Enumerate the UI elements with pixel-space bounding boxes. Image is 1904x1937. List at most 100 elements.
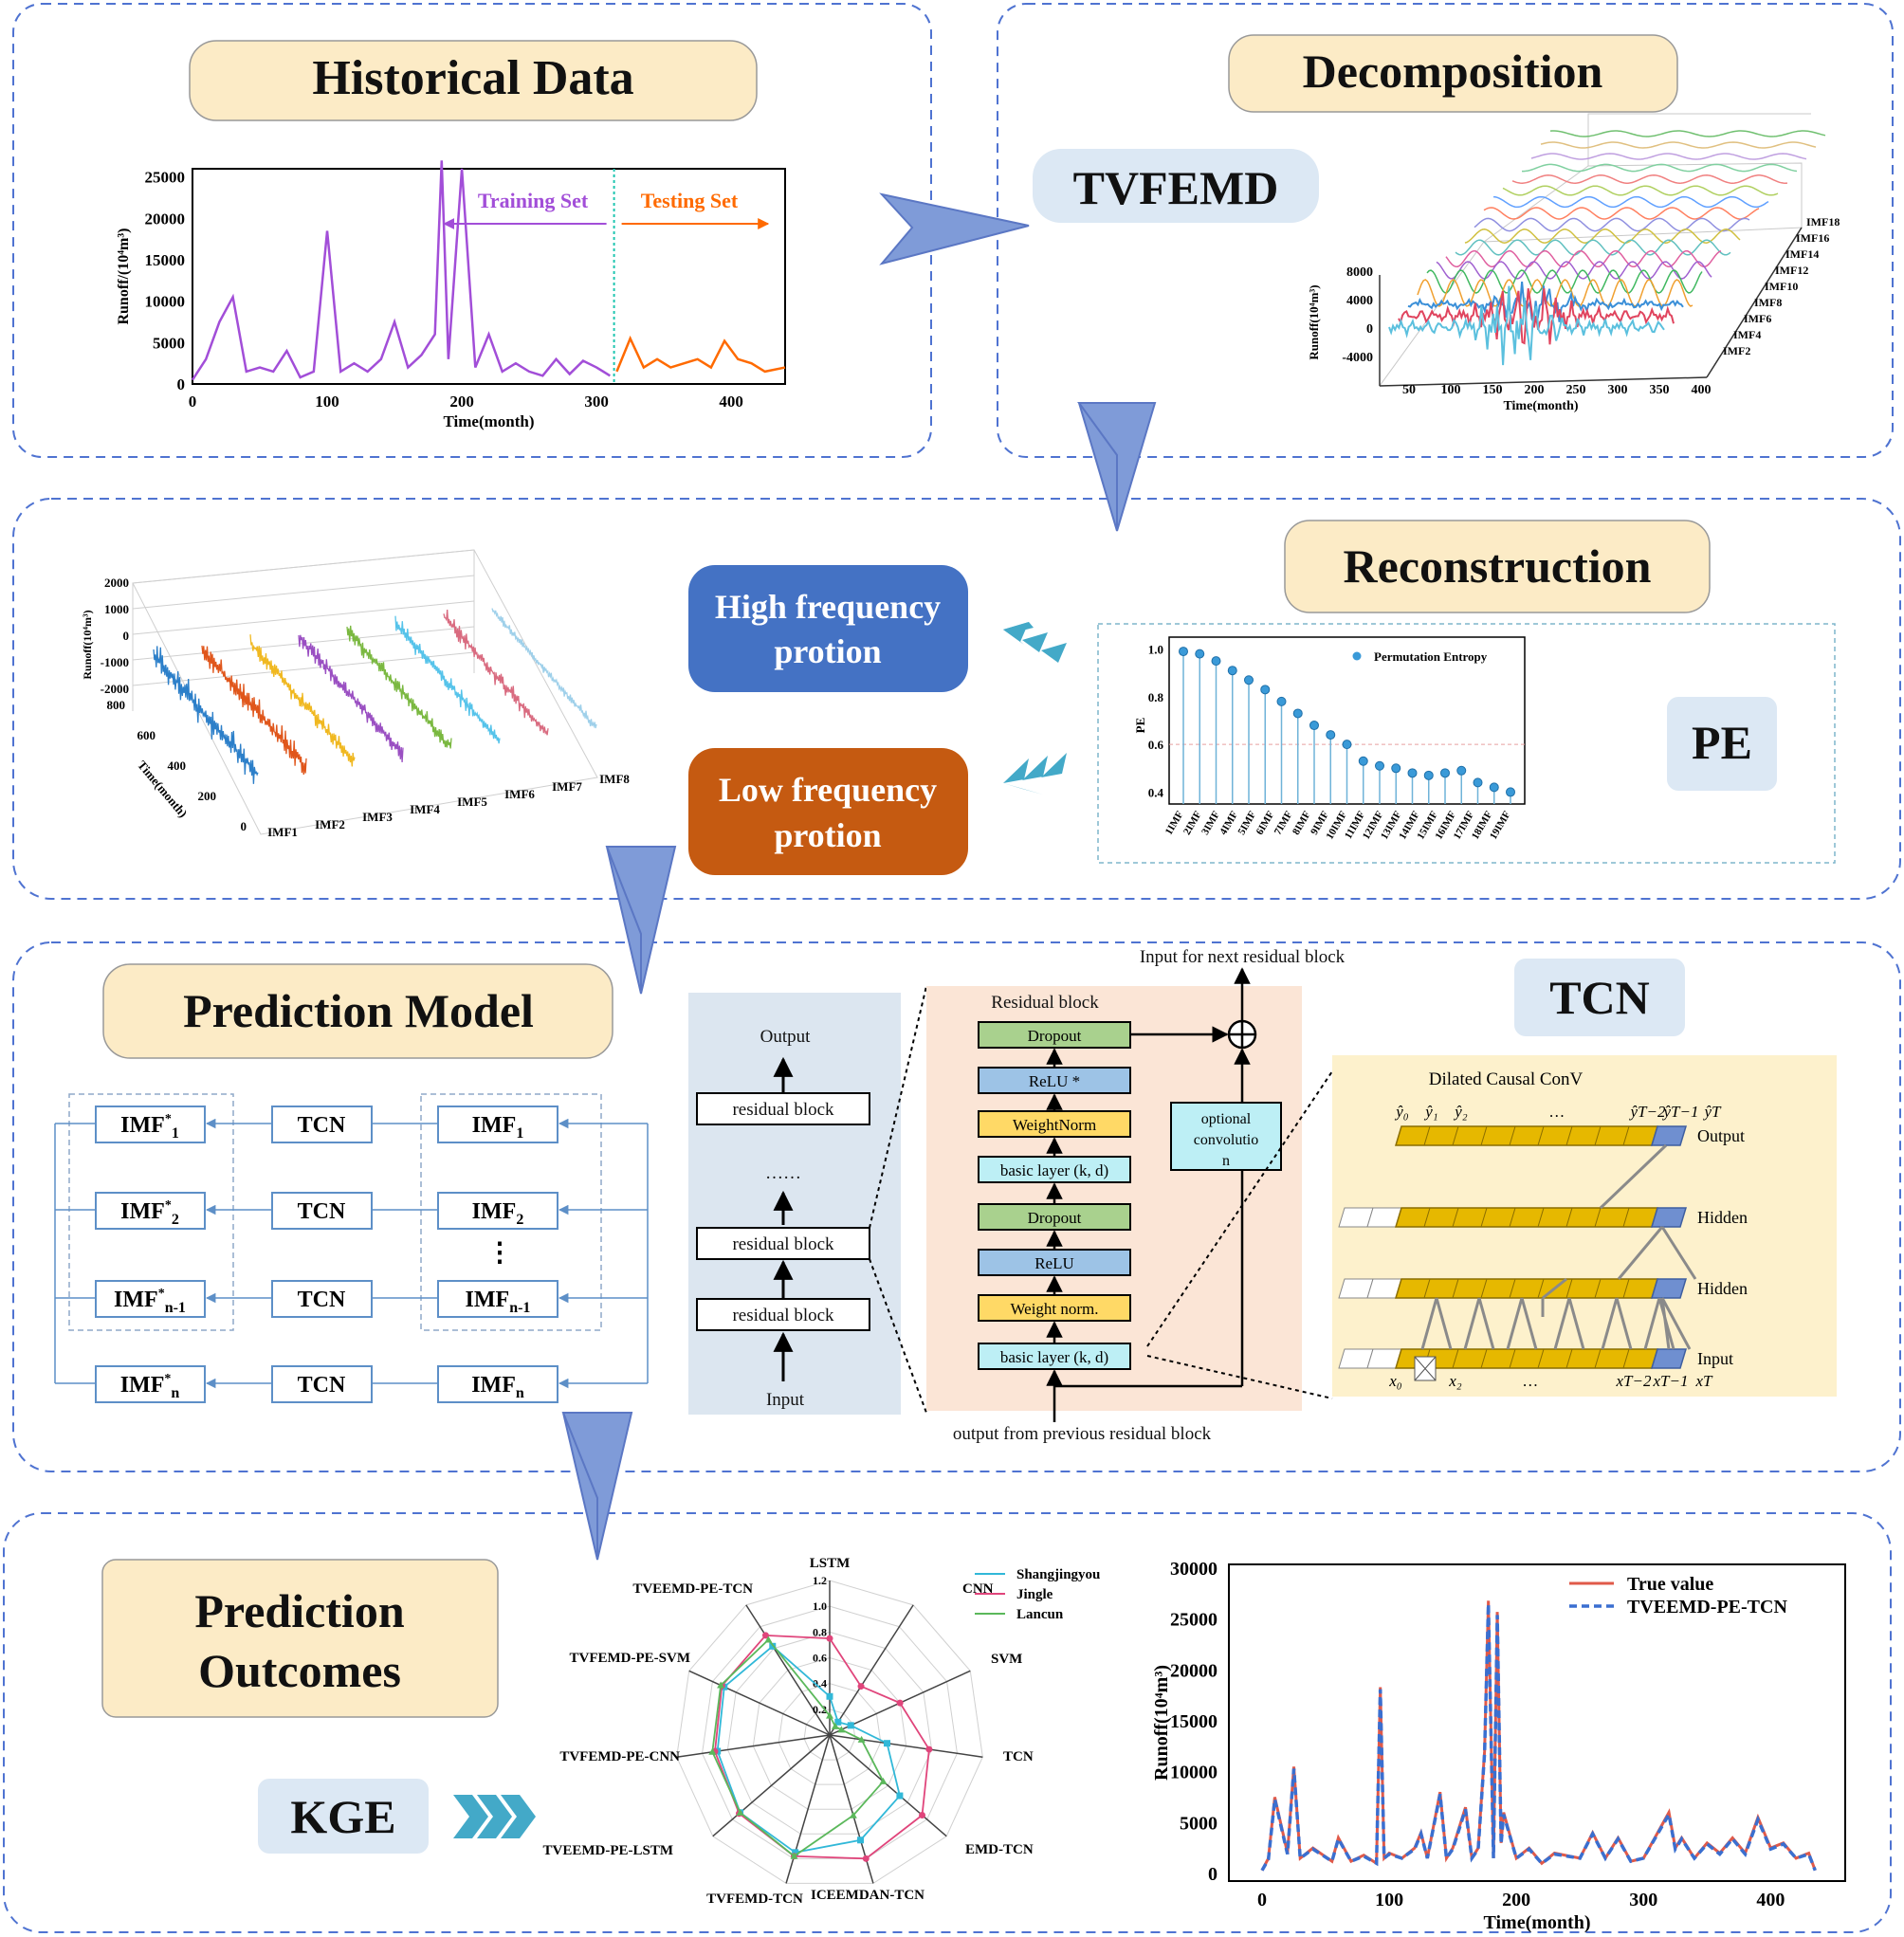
dilated-causal-conv: Dilated Causal ConVOutputHiddenHiddenInp…: [1332, 1055, 1837, 1397]
radar-axis-label: TVFEMD-PE-CNN: [559, 1749, 680, 1764]
recon-imf-line: [492, 609, 596, 728]
out-imf-label: IMF*n: [120, 1372, 180, 1401]
tcn-box-label: TCN: [298, 1288, 346, 1312]
sequence-bar: [1396, 1126, 1657, 1145]
decomp-imf-line: [1437, 262, 1712, 279]
recon-ytick: 0: [123, 629, 130, 643]
recon-imf-label: IMF4: [410, 802, 440, 816]
recon-ttick: 0: [241, 819, 247, 833]
tcn-box-label: TCN: [298, 1373, 346, 1398]
input-symbol: x₀: [1388, 1372, 1402, 1390]
high-frequency-box: [688, 565, 968, 692]
stack-output-label: Output: [760, 1027, 812, 1047]
reconstruction-title: Reconstruction: [1344, 539, 1652, 593]
series-xtick: 0: [1257, 1890, 1267, 1910]
recon-imf-label: IMF6: [504, 787, 535, 801]
series-xtick: 400: [1756, 1890, 1785, 1910]
decomp-imf-label: IMF14: [1785, 247, 1819, 261]
radar-axis-label: EMD-TCN: [965, 1842, 1034, 1857]
hist-ytick: 20000: [145, 210, 186, 228]
stack-dots: ……: [765, 1163, 801, 1183]
historical-chart: 05000100001500020000250000100200300400Ti…: [116, 160, 785, 430]
residual-block-bottom-label: residual block: [732, 1306, 834, 1325]
decomp-imf-label: IMF12: [1775, 264, 1808, 277]
row-label: Output: [1697, 1126, 1745, 1145]
hist-xtick: 300: [584, 393, 609, 411]
recon-imf-line: [347, 626, 451, 749]
pe-ytick: 1.0: [1148, 643, 1163, 657]
radar-point: [863, 1855, 870, 1862]
kge-radar-chart: 0.20.40.60.81.01.2LSTMCNNSVMTCNEMD-TCNIC…: [542, 1556, 1100, 1907]
pe-legend-marker: [1353, 652, 1362, 661]
current-step-cell: [1652, 1279, 1686, 1298]
residual-stack-panel: [688, 993, 901, 1415]
recon-ytick: -2000: [101, 682, 129, 696]
series-ytick: 5000: [1180, 1813, 1217, 1834]
residual-layer-label: basic layer (k, d): [1000, 1161, 1108, 1179]
input-symbol: xT−1: [1653, 1372, 1689, 1390]
recon-wall: [133, 550, 474, 711]
decomp-xtick: 250: [1566, 383, 1586, 397]
recon-ytick: 2000: [104, 576, 129, 590]
decomp-imf-label: IMF10: [1765, 280, 1798, 293]
recon-gridline: [133, 601, 474, 634]
pe-point: [1180, 648, 1188, 656]
decomp-xtick: 100: [1441, 383, 1461, 397]
recon-ttick: 600: [137, 728, 156, 742]
pe-point: [1490, 783, 1498, 792]
output-symbol: …: [1549, 1103, 1564, 1121]
series-xtick: 100: [1375, 1890, 1403, 1910]
hist-ytick: 10000: [145, 293, 186, 311]
pe-point: [1212, 657, 1220, 666]
pe-point: [1424, 771, 1433, 779]
radar-axis-label: LSTM: [810, 1556, 851, 1571]
in-imf-label: IMF2: [472, 1199, 524, 1228]
decomposition-3d-chart: 800040000-400050100150200250300350400Tim…: [1307, 114, 1840, 413]
in-imf-label: IMF1: [472, 1113, 524, 1142]
radar-tick: 0.6: [813, 1652, 827, 1665]
radar-point: [827, 1693, 833, 1700]
pe-point: [1359, 757, 1367, 765]
pe-point: [1310, 722, 1319, 730]
pe-ylabel: PE: [1133, 718, 1147, 734]
reconstruction-3d-chart: 200010000-1000-2000Runoff(10⁴m³)80060040…: [81, 550, 630, 839]
kge-label: KGE: [290, 1790, 395, 1843]
pe-point: [1457, 766, 1466, 775]
radar-point: [827, 1635, 833, 1642]
tcn-box-label: TCN: [298, 1199, 346, 1224]
recon-ytick: 1000: [104, 602, 129, 616]
radar-axis-label: TVEEMD-PE-TCN: [632, 1581, 753, 1597]
predicted-line: [1262, 1604, 1815, 1871]
radar-tick: 0.8: [813, 1625, 827, 1638]
input-symbol: x₂: [1448, 1372, 1462, 1390]
flow-arrow-down-2: [607, 847, 675, 994]
recon-ylabel: Runoff(10⁴m³): [81, 610, 94, 679]
series-ytick: 20000: [1170, 1660, 1217, 1681]
recon-imf-line: [395, 616, 500, 743]
decomp-imf-label: IMF2: [1723, 344, 1750, 357]
radar-point: [884, 1740, 890, 1746]
sequence-bar: [1396, 1208, 1657, 1227]
series-ylabel: Runoff(10⁴m³): [1151, 1665, 1172, 1781]
residual-layer-label: ReLU *: [1029, 1072, 1080, 1090]
hist-xtick: 0: [189, 393, 197, 411]
input-symbol: xT: [1695, 1372, 1714, 1390]
pe-point: [1245, 676, 1254, 685]
output-symbol: ŷ₁: [1423, 1103, 1437, 1121]
low-frequency-label-1: Low frequency: [719, 771, 937, 809]
output-symbol: ŷ₂: [1453, 1103, 1468, 1121]
hist-ylabel: Runoff/(10⁴m³): [116, 228, 132, 324]
series-ytick: 10000: [1170, 1763, 1217, 1783]
tcn-box-label: TCN: [298, 1113, 346, 1138]
sequence-bar: [1396, 1279, 1657, 1298]
decomp-back-wall: [1588, 114, 1811, 166]
decomp-xtick: 150: [1483, 383, 1503, 397]
residual-layer-label: basic layer (k, d): [1000, 1348, 1108, 1366]
training-set-label: Training Set: [478, 189, 589, 212]
testing-series-line: [616, 338, 785, 372]
radar-point: [848, 1722, 854, 1728]
teal-chevrons-low: [1003, 753, 1067, 795]
decomp-imf-line: [1493, 197, 1768, 208]
tvfemd-label: TVFEMD: [1073, 161, 1279, 214]
residual-block-top-label: residual block: [732, 1100, 834, 1120]
